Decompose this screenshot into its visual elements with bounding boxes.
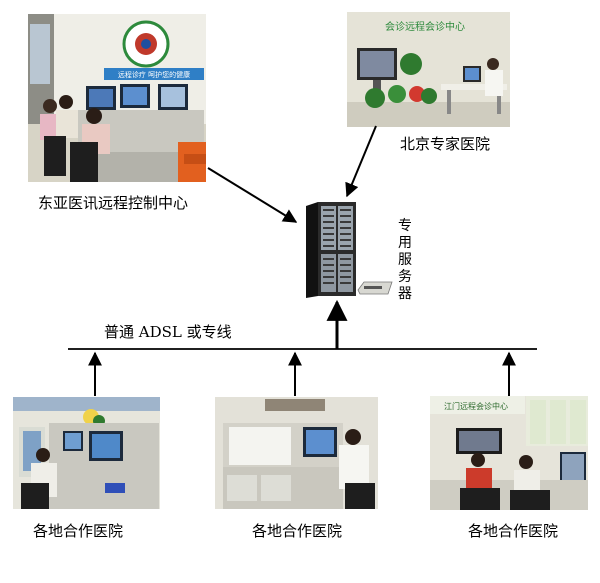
server-label: 专用服务器 [398, 218, 412, 302]
control-banner-text: 远程诊疗 呵护您的健康 [118, 70, 190, 79]
beijing-hospital-photo: 会诊远程会诊中心 [347, 12, 510, 127]
partner3-banner-text: 江门远程会诊中心 [444, 401, 508, 411]
arrow-beijing-to-server [345, 125, 377, 198]
partner-hospital-photo-2 [215, 397, 378, 509]
partner-hospital-label-1: 各地合作医院 [33, 522, 124, 540]
beijing-hospital-label: 北京专家医院 [400, 135, 491, 153]
network-label: 普通 ADSL 或专线 [104, 323, 232, 341]
partner-hospital-label-2: 各地合作医院 [252, 522, 343, 540]
partner-hospital-photo-3: 江门远程会诊中心 [430, 396, 588, 510]
server-image [300, 200, 400, 300]
beijing-banner-text: 会诊远程会诊中心 [385, 20, 465, 33]
arrow-control-to-server [207, 167, 298, 223]
partner-hospital-photo-1 [13, 397, 160, 509]
partner-hospital-label-3: 各地合作医院 [468, 522, 559, 540]
control-center-photo: 远程诊疗 呵护您的健康 [28, 14, 206, 182]
control-center-label: 东亚医讯远程控制中心 [38, 194, 189, 212]
